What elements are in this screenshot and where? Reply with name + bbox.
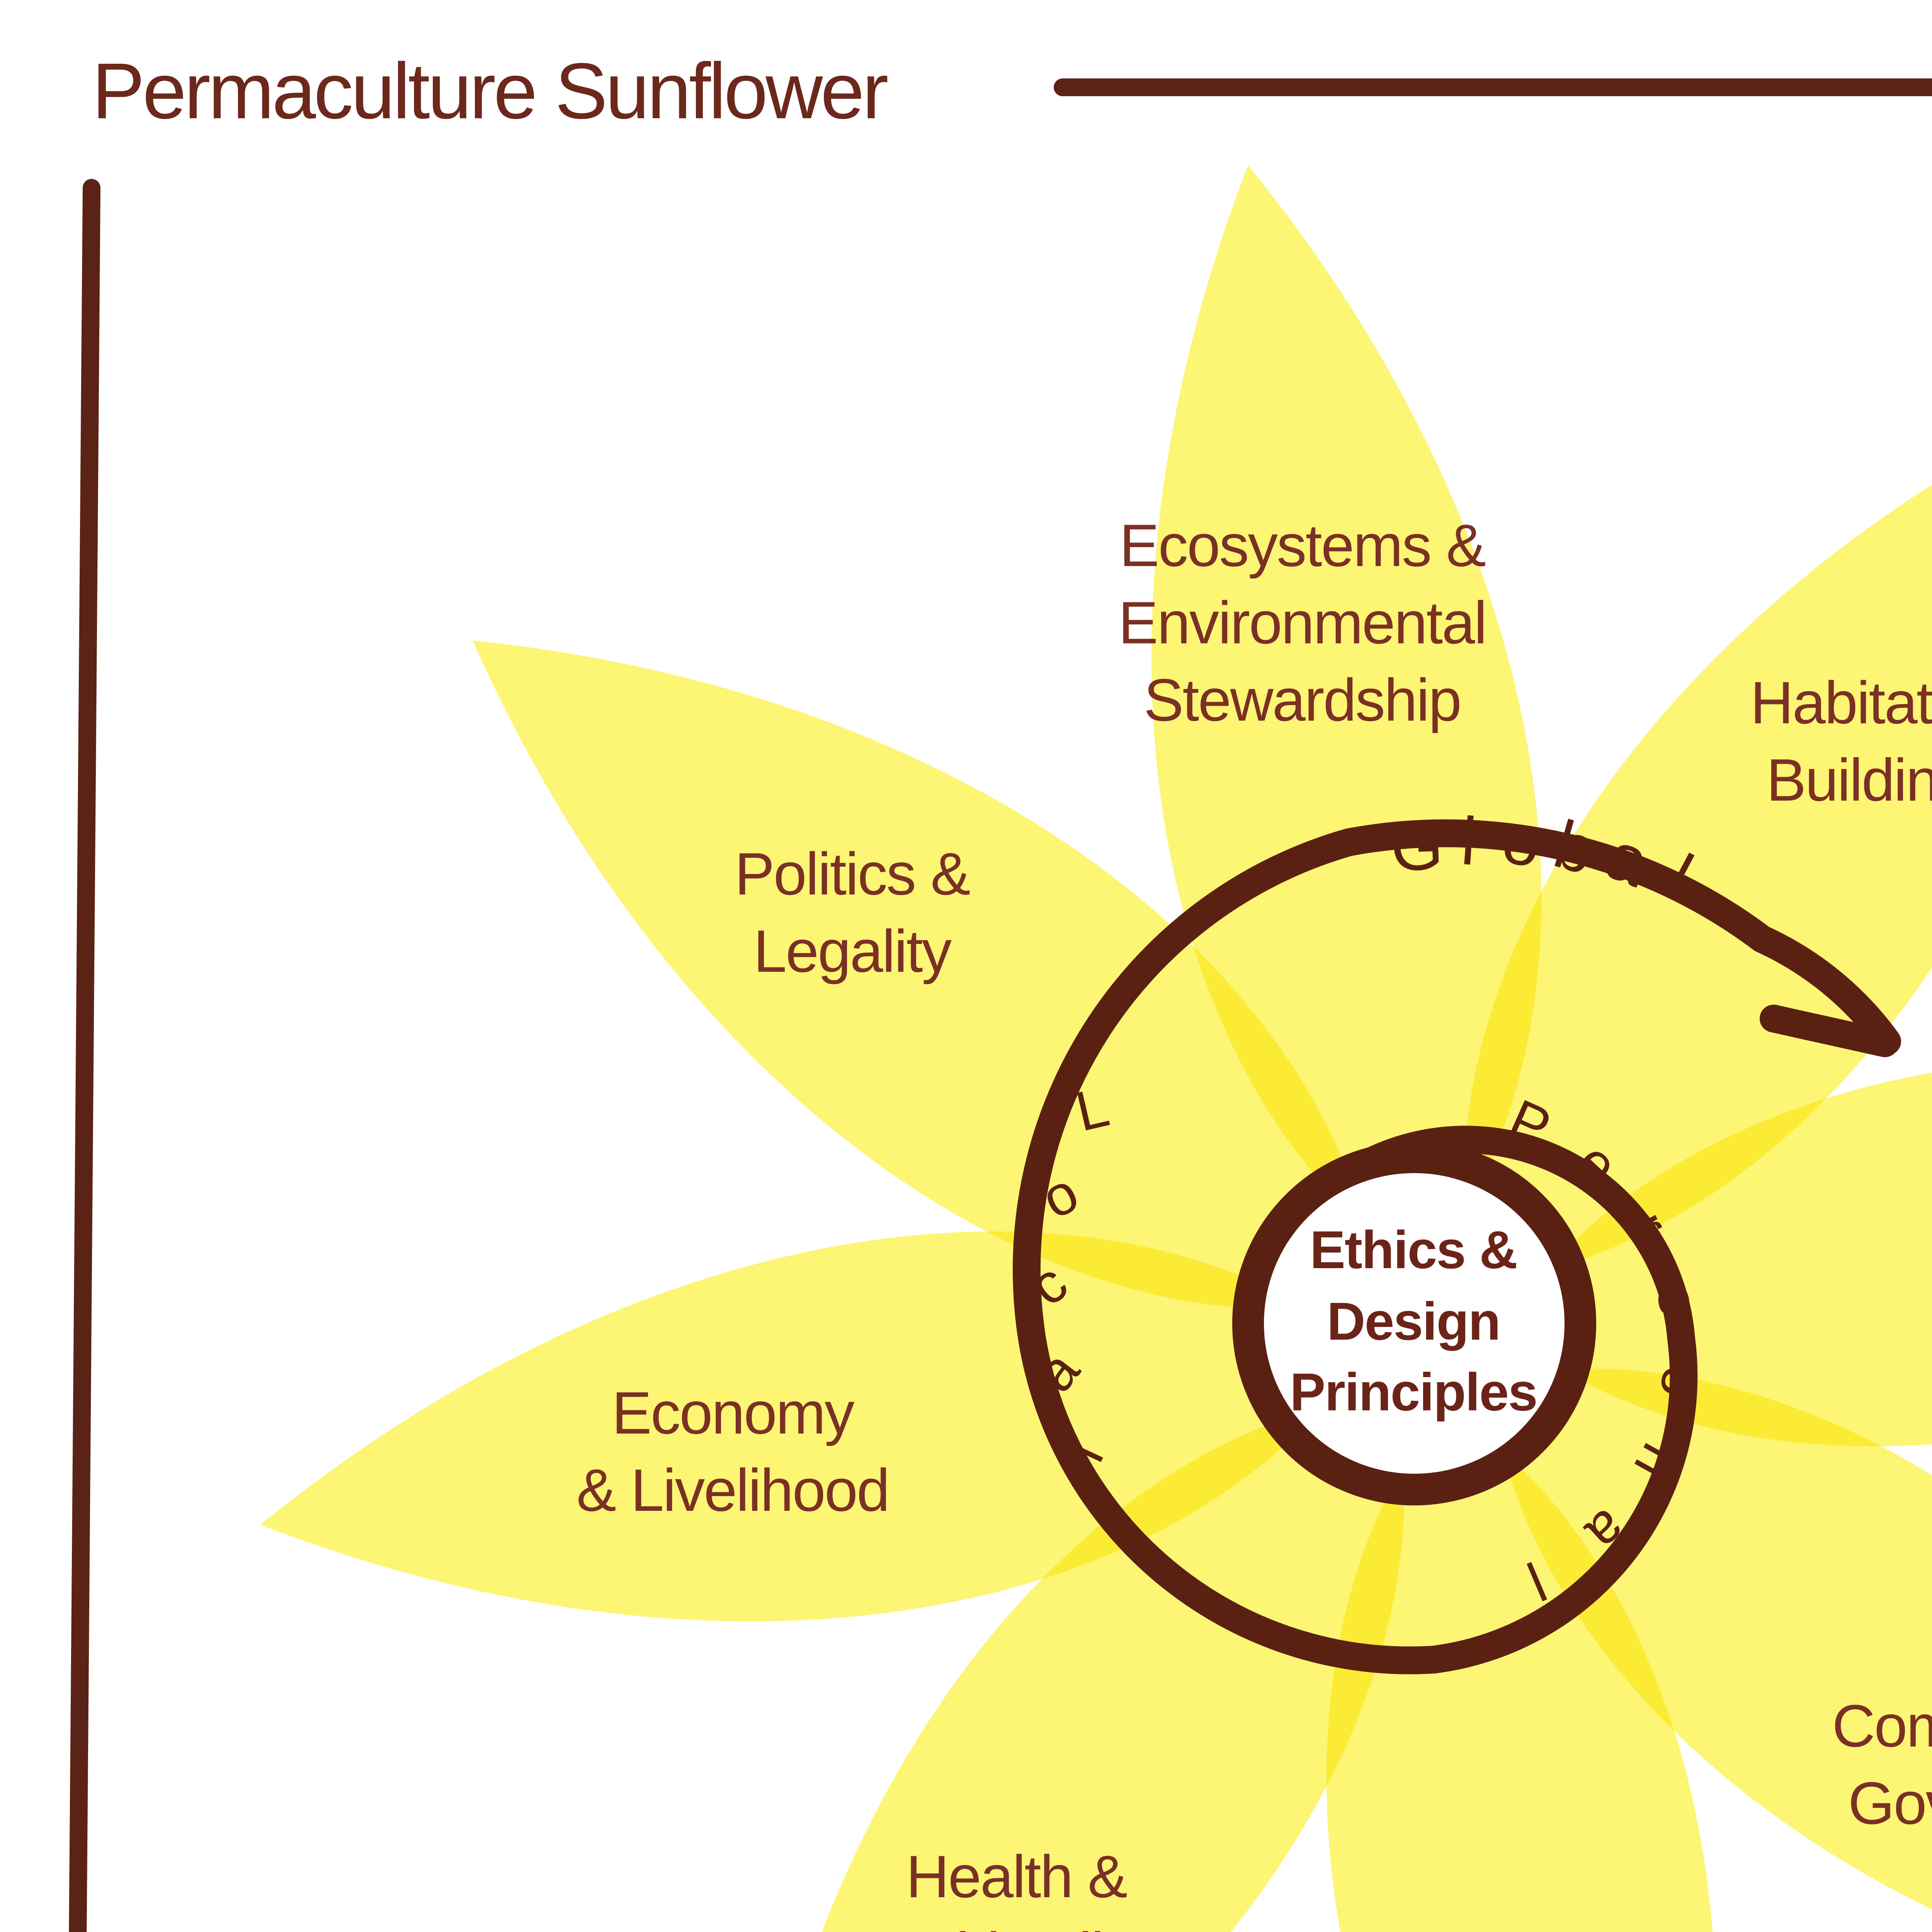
petal-label-line: Environmental: [1118, 589, 1486, 656]
petal-label-line: Ecosystems &: [1119, 512, 1485, 579]
petal-economy: [260, 1231, 1367, 1621]
petal-labels: Ecosystems & Environmental Stewardship H…: [577, 512, 1932, 1932]
petal-label-politics: Politics & Legality: [735, 840, 971, 985]
petal-label-line: & Livelihood: [577, 1457, 889, 1524]
petal-label-line: Building: [1766, 747, 1932, 813]
page-title: Permaculture Sunflower: [92, 47, 889, 135]
petal-habitat: [1463, 378, 1932, 1284]
spiral-path: [1012, 819, 1901, 1674]
center-label: Ethics & Design Principles: [1290, 1220, 1538, 1422]
petal-label-line: Stewardship: [1144, 667, 1461, 733]
petal-label-line: Habitat &: [1750, 669, 1932, 736]
petal-label-line: Politics &: [735, 840, 969, 907]
petal-label-line: Health &: [906, 1843, 1127, 1910]
petal-education: [1327, 1405, 1716, 1932]
spiral-arrowhead: [1760, 1005, 1899, 1057]
petal-label-line: Spirituality: [885, 1920, 1149, 1932]
petal-label-health: Health & Spirituality: [885, 1843, 1150, 1932]
petal-label-economy: Economy & Livelihood: [577, 1379, 890, 1524]
center-label-line: Design: [1327, 1292, 1500, 1351]
frame: [69, 78, 1932, 1932]
frame-left-border: [69, 179, 100, 1932]
petal-politics: [473, 640, 1379, 1310]
petal-label-line: Legality: [753, 918, 952, 985]
center-label-line: Principles: [1290, 1362, 1537, 1422]
spiral-label-letter: G: [1389, 808, 1444, 886]
petal-label-line: Governance: [1848, 1770, 1932, 1837]
spiral-group: [1012, 819, 1901, 1674]
petal-community: [1488, 1368, 1932, 1932]
petal-technology: [1500, 1056, 1932, 1446]
petal-label-line: Economy: [612, 1379, 855, 1446]
petal-label-community: Community & Governance: [1832, 1692, 1932, 1837]
petal-label-ecosystems: Ecosystems & Environmental Stewardship: [1118, 512, 1487, 733]
center-label-line: Ethics &: [1310, 1220, 1517, 1280]
petal-label-line: Community &: [1832, 1692, 1932, 1759]
petals: [260, 165, 1932, 1932]
petal-ecosystems: [1151, 165, 1541, 1272]
petal-label-habitat: Habitat & Building: [1750, 669, 1932, 813]
